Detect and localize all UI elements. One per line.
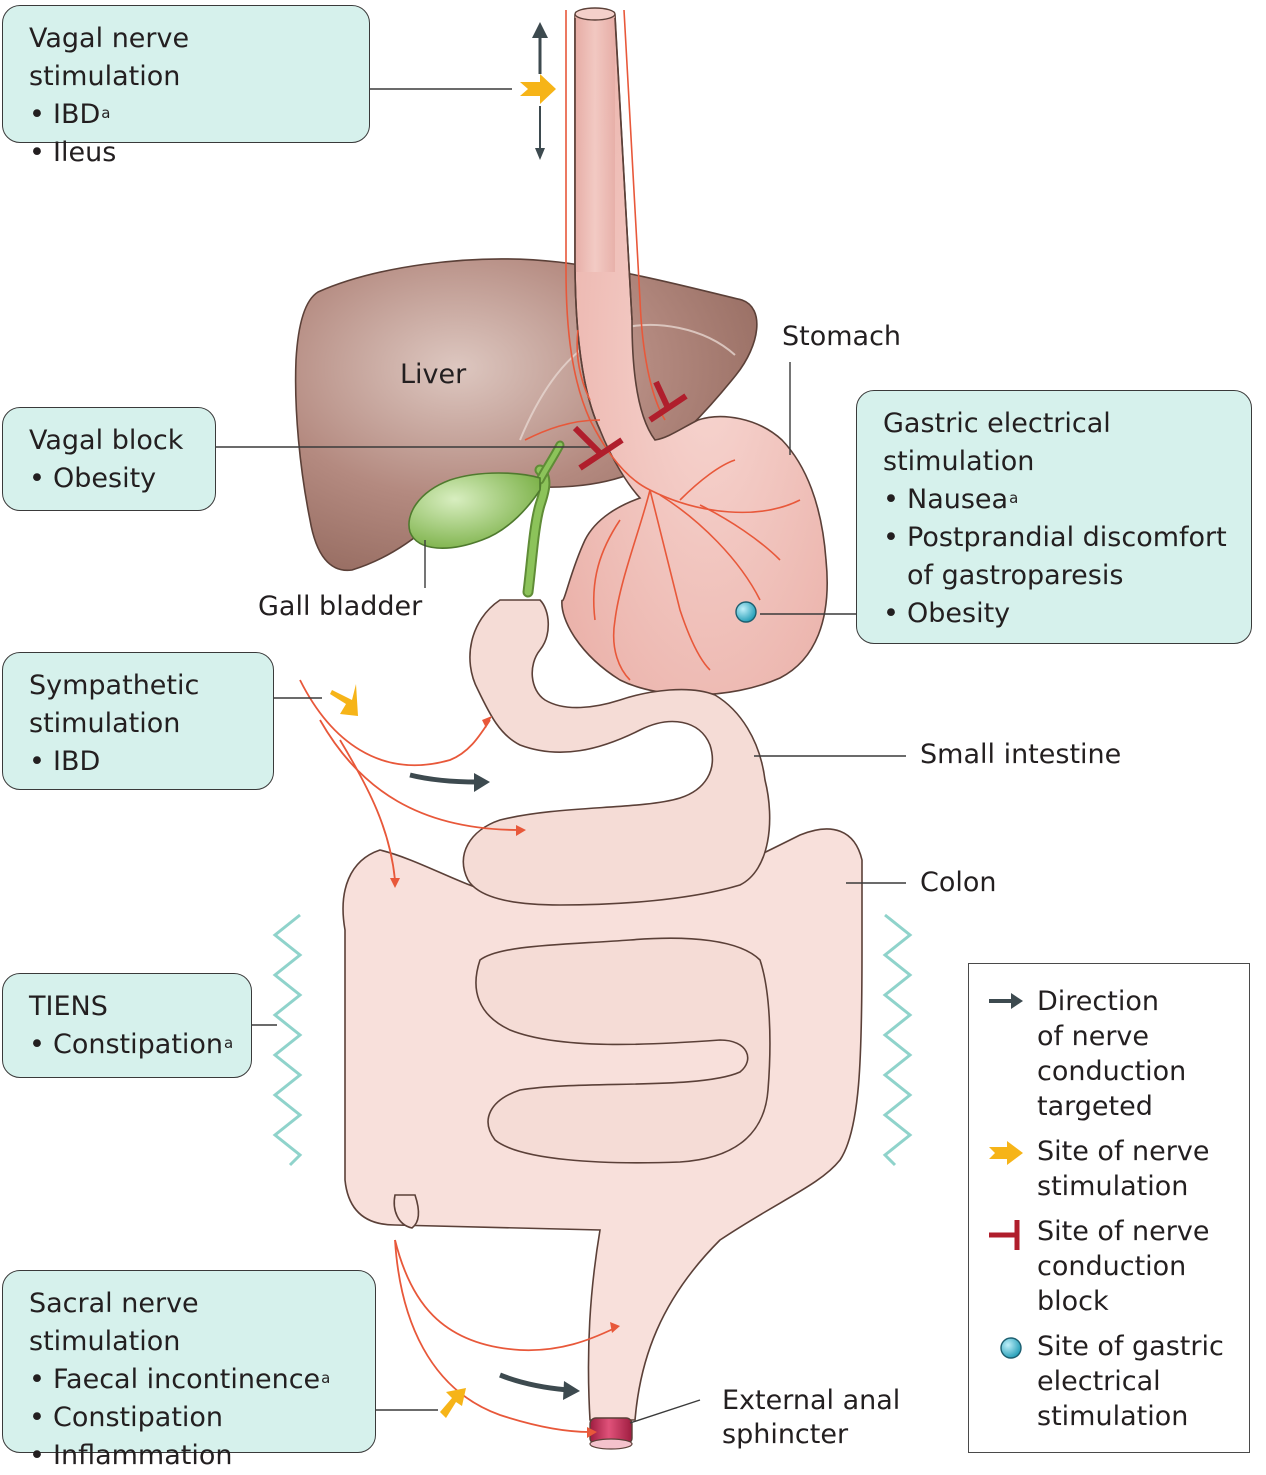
vagus-nerves: [524, 9, 801, 681]
box-item: Nauseaa: [883, 481, 1231, 519]
legend-stimulation-site: Site of nerve stimulation: [1037, 1136, 1210, 1202]
liver-label: Liver: [400, 359, 467, 390]
sympathetic-stimulation-box: Sympathetic stimulation IBD: [2, 652, 274, 790]
gall-bladder-label: Gall bladder: [258, 591, 423, 622]
legend: Direction of nerve conduction targeted S…: [968, 963, 1250, 1453]
box-item: Obesity: [883, 595, 1231, 633]
stimulation-arrows: [330, 74, 556, 1418]
box-title: Sympathetic stimulation: [29, 670, 200, 739]
vagal-nerve-stimulation-box: Vagal nerve stimulation IBDa Ileus: [2, 5, 370, 172]
gastric-dot-icon: [1000, 1337, 1022, 1359]
sacral-nerve-stimulation-box: Sacral nerve stimulation Faecal incontin…: [2, 1270, 376, 1475]
stimulation-arrow-icon: [989, 1141, 1023, 1165]
colon-label: Colon: [920, 867, 997, 898]
box-title: TIENS: [29, 991, 108, 1022]
box-item: Ileus: [29, 134, 349, 172]
legend-gastric-site: Site of gastric electrical stimulation: [1037, 1331, 1224, 1432]
conduction-blocks: [572, 380, 688, 471]
small-intestine-label: Small intestine: [920, 739, 1122, 770]
box-title: Sacral nerve stimulation: [29, 1288, 199, 1357]
external-anal-sphincter: [589, 1417, 633, 1450]
block-icon: [989, 1220, 1020, 1250]
box-item: Postprandial discomfort of gastroparesis: [883, 519, 1231, 595]
direction-arrow-icon: [989, 993, 1023, 1009]
stomach-label: Stomach: [782, 321, 902, 352]
small-intestine-shape: [462, 599, 771, 1164]
box-item: IBD: [29, 743, 253, 781]
stomach-shape: [561, 7, 828, 696]
box-item: IBDa: [29, 96, 349, 134]
tiens-waves: [272, 913, 913, 1167]
box-item: Constipationa: [29, 1026, 233, 1064]
box-title: Vagal nerve stimulation: [29, 23, 190, 92]
sympathetic-nerves: [299, 679, 521, 881]
sacral-nerves: [394, 1239, 616, 1433]
box-title: Vagal block: [29, 425, 184, 456]
sphincter-label: External anal sphincter: [722, 1385, 901, 1450]
callout-lines: [216, 88, 906, 1424]
legend-block-site: Site of nerve conduction block: [1037, 1216, 1210, 1317]
gastric-electrical-stimulation-box: Gastric electrical stimulation Nauseaa P…: [856, 390, 1252, 644]
box-item: Constipation: [29, 1399, 355, 1437]
nerve-arrowheads: [390, 716, 620, 1438]
legend-direction: Direction of nerve conduction targeted: [1037, 986, 1187, 1122]
tiens-box: TIENS Constipationa: [2, 973, 252, 1078]
box-title: Gastric electrical stimulation: [883, 408, 1111, 477]
gall-bladder-shape: [408, 440, 565, 598]
box-item: Inflammation: [29, 1437, 355, 1475]
box-item: Faecal incontinencea: [29, 1361, 355, 1399]
box-item: Obesity: [29, 460, 195, 498]
gastric-stimulation-dot: [735, 601, 757, 623]
direction-arrows: [409, 22, 580, 1400]
vagal-block-box: Vagal block Obesity: [2, 407, 216, 511]
